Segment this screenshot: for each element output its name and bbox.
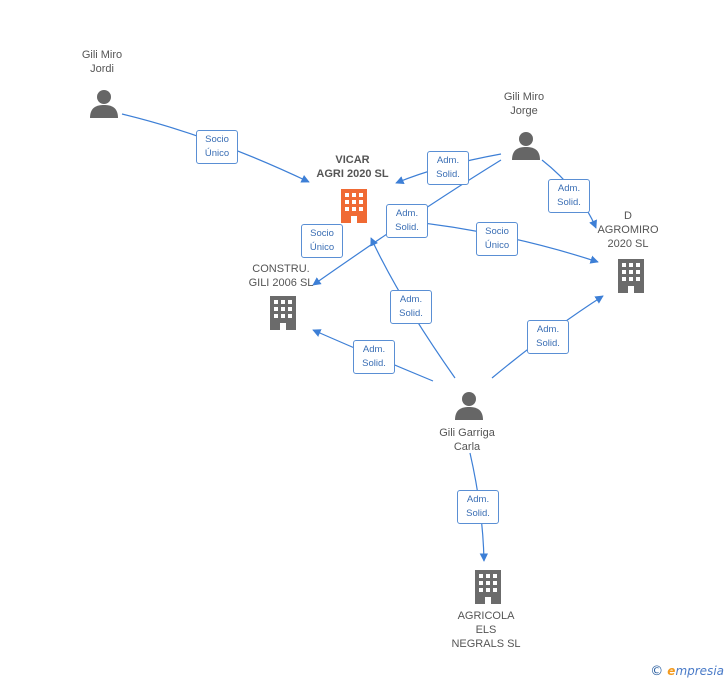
person-icon[interactable] bbox=[512, 132, 540, 160]
node-label-gili-miro-jordi: Gili Miro Jordi bbox=[81, 49, 123, 75]
node-label-construgili: CONSTRU. GILI 2006 SL bbox=[248, 263, 314, 289]
copyright-icon: © bbox=[650, 664, 664, 679]
node-label-d-agromiro: D AGROMIRO 2020 SL bbox=[597, 210, 659, 250]
edge-badge[interactable]: Adm. Solid. bbox=[527, 320, 569, 354]
edge-badge[interactable]: Adm. Solid. bbox=[548, 179, 590, 213]
edge-badge[interactable]: Adm. Solid. bbox=[457, 490, 499, 524]
edge-badge[interactable]: Adm. Solid. bbox=[353, 340, 395, 374]
edge-badge[interactable]: Adm. Solid. bbox=[427, 151, 469, 185]
person-icon[interactable] bbox=[455, 392, 483, 420]
edge-badge[interactable]: Socio Único bbox=[301, 224, 343, 258]
building-icon[interactable] bbox=[618, 259, 644, 293]
edge-badge[interactable]: Adm. Solid. bbox=[390, 290, 432, 324]
brand-logo-text: mpresia bbox=[675, 664, 724, 678]
building-icon[interactable] bbox=[270, 296, 296, 330]
node-label-gili-miro-jorge: Gili Miro Jorge bbox=[503, 91, 545, 117]
person-icon[interactable] bbox=[90, 90, 118, 118]
building-icon[interactable] bbox=[341, 189, 367, 223]
edge-badge[interactable]: Socio Único bbox=[476, 222, 518, 256]
node-label-agricola-els-negrals: AGRICOLA ELS NEGRALS SL bbox=[451, 610, 521, 650]
brand-logo-e: e bbox=[667, 664, 676, 678]
node-label-vicar-agri: VICAR AGRI 2020 SL bbox=[316, 154, 389, 180]
edge-badge[interactable]: Socio Único bbox=[196, 130, 238, 164]
edge-badge[interactable]: Adm. Solid. bbox=[386, 204, 428, 238]
footer-brand: ©empresia bbox=[650, 664, 724, 679]
building-icon[interactable] bbox=[475, 570, 501, 604]
node-label-gili-garriga-carla: Gili Garriga Carla bbox=[439, 427, 495, 453]
